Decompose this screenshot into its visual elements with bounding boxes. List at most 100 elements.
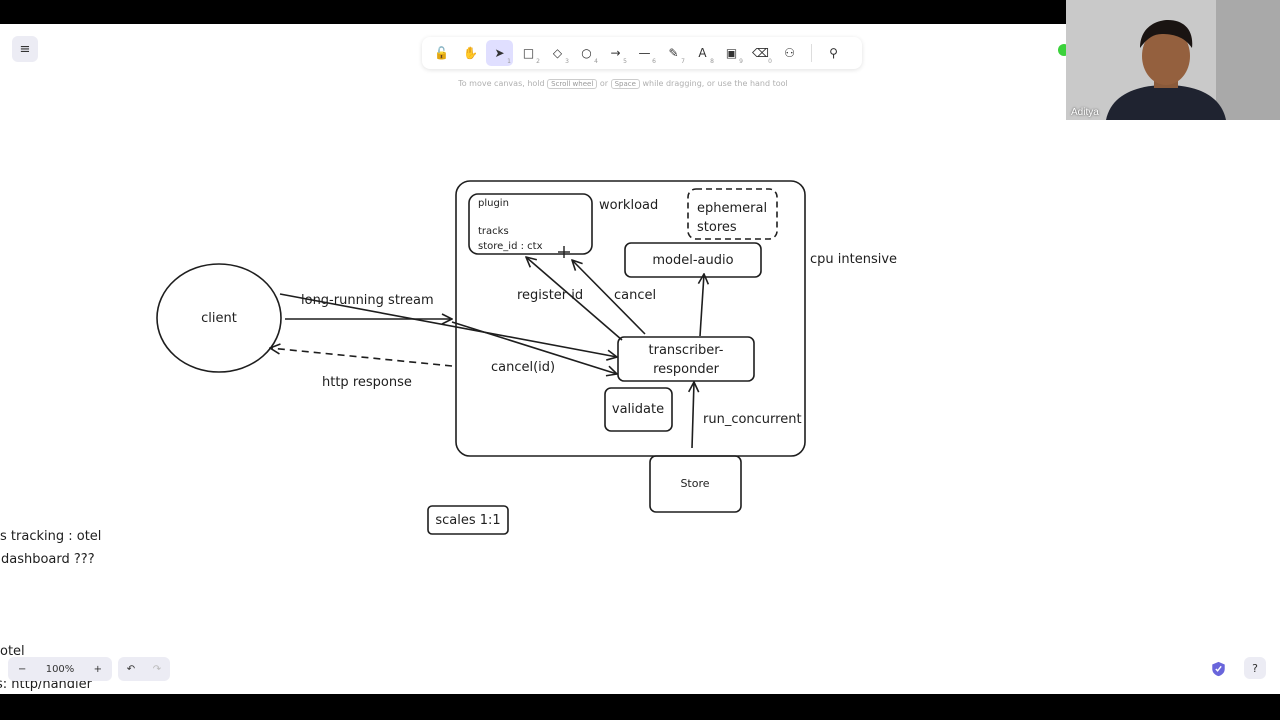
shortcut-key: 1 [507, 58, 511, 65]
shortcut-key: 7 [681, 58, 685, 65]
lock-icon: 🔓 [434, 46, 449, 60]
help-button[interactable]: ? [1244, 657, 1266, 679]
selection-tool-button[interactable]: ➤1 [486, 40, 513, 66]
transcriber-label-line1: transcriber- [649, 343, 724, 358]
store-to-transcriber-arrow[interactable] [692, 382, 694, 449]
service-boundary-box[interactable] [455, 180, 806, 457]
store-label: Store [680, 477, 709, 490]
store-id-label: store_id : ctx [478, 241, 543, 252]
scales-label: scales 1:1 [435, 513, 500, 528]
ephemeral-stores-box[interactable] [687, 188, 778, 240]
rectangle-tool-button[interactable]: □2 [515, 40, 542, 66]
undo-button[interactable]: ↶ [126, 663, 136, 675]
validate-label: validate [612, 402, 664, 417]
wrench-icon: ⚲ [829, 46, 838, 60]
draw-tool-button[interactable]: ✎7 [660, 40, 687, 66]
line-icon: — [638, 46, 651, 60]
cancel-label: cancel [614, 288, 656, 303]
cancel-arrow[interactable] [572, 260, 646, 335]
eraser-tool-button[interactable]: ⌫0 [747, 40, 774, 66]
hand-tool-button[interactable]: ✋ [457, 40, 484, 66]
hint-suffix: while dragging, or use the hand tool [642, 79, 788, 88]
diamond-tool-button[interactable]: ◇3 [544, 40, 571, 66]
ephemeral-label-line1: ephemeral [697, 201, 767, 216]
scales-box[interactable] [427, 505, 509, 535]
arrow-tool-button[interactable]: →5 [602, 40, 629, 66]
plugin-label: plugin [478, 198, 509, 209]
stream-to-transcriber-arrow-2[interactable] [451, 321, 617, 374]
transcriber-label-line2: responder [653, 362, 720, 377]
zoom-controls: − 100% + [8, 657, 112, 681]
hint-key-scroll: Scroll wheel [547, 79, 598, 89]
shapes-library-icon: ⚇ [784, 46, 795, 60]
long-running-stream-label: long-running stream [301, 293, 434, 308]
http-response-arrow[interactable] [270, 348, 453, 367]
to-model-audio-arrow[interactable] [700, 274, 704, 337]
eraser-icon: ⌫ [752, 46, 769, 60]
text-icon: A [698, 46, 707, 60]
plugin-box[interactable] [468, 193, 593, 255]
arrow-icon: → [610, 46, 621, 60]
shortcut-key: 2 [536, 58, 540, 65]
hint-key-space: Space [610, 79, 640, 89]
diamond-icon: ◇ [552, 46, 563, 60]
zoom-level[interactable]: 100% [45, 663, 75, 675]
shield-icon[interactable] [1211, 661, 1226, 677]
more-tools-button[interactable]: ⚇ [776, 40, 803, 66]
client-label: client [201, 311, 237, 326]
image-tool-button[interactable]: ▣9 [718, 40, 745, 66]
register-id-label: register id [517, 288, 583, 303]
validate-box[interactable] [604, 387, 673, 432]
client-circle[interactable] [156, 263, 282, 373]
participant-video [1066, 0, 1280, 120]
line-tool-button[interactable]: —6 [631, 40, 658, 66]
stream-to-transcriber-arrow[interactable] [279, 293, 617, 357]
canvas-hint: To move canvas, hold Scroll wheel or Spa… [0, 79, 1246, 89]
zoom-out-button[interactable]: − [18, 663, 27, 675]
zoom-in-button[interactable]: + [93, 663, 102, 675]
shortcut-key: 4 [594, 58, 598, 65]
redo-button[interactable]: ↷ [152, 663, 162, 675]
store-box[interactable] [649, 455, 742, 513]
help-icon: ? [1252, 661, 1258, 675]
workload-label: workload [599, 198, 658, 213]
tracks-label: tracks [478, 226, 509, 237]
ellipse-tool-button[interactable]: ○4 [573, 40, 600, 66]
model-audio-box[interactable] [624, 242, 762, 278]
model-audio-label: model-audio [652, 253, 733, 268]
main-menu-button[interactable]: ≡ [12, 36, 38, 62]
http-response-label: http response [322, 375, 412, 390]
extra-tool-button[interactable]: ⚲ [820, 40, 847, 66]
diagram: plugin tracks store_id : ctx workload ep… [0, 180, 897, 692]
left-note-otel: otel [0, 644, 25, 659]
ellipse-icon: ○ [581, 46, 592, 60]
hand-icon: ✋ [463, 46, 478, 60]
move-cursor-icon [558, 246, 570, 258]
shortcut-key: 9 [739, 58, 743, 65]
hint-prefix: To move canvas, hold [458, 79, 545, 88]
run-concurrent-label: run_concurrent [703, 412, 802, 427]
toolbar-divider [811, 44, 812, 62]
hint-middle: or [599, 79, 609, 88]
ephemeral-label-line2: stores [697, 220, 737, 235]
image-icon: ▣ [725, 46, 738, 60]
cancel-id-label: cancel(id) [491, 360, 555, 375]
history-controls: ↶ ↷ [118, 657, 170, 681]
left-note-dashboard: dashboard ??? [1, 552, 95, 567]
hamburger-icon: ≡ [19, 41, 31, 57]
register-id-arrow[interactable] [526, 257, 623, 341]
participant-name: Aditya [1071, 107, 1099, 118]
cpu-intensive-label: cpu intensive [810, 252, 897, 267]
bottom-black-bar [0, 694, 1280, 720]
webcam-overlay: Aditya [1066, 0, 1280, 120]
shortcut-key: 5 [623, 58, 627, 65]
shortcut-key: 6 [652, 58, 656, 65]
lock-tool-button[interactable]: 🔓 [428, 40, 455, 66]
pointer-icon: ➤ [494, 46, 505, 60]
shortcut-key: 3 [565, 58, 569, 65]
left-note-tracking: s tracking : otel [0, 529, 101, 544]
pencil-icon: ✎ [668, 46, 679, 60]
